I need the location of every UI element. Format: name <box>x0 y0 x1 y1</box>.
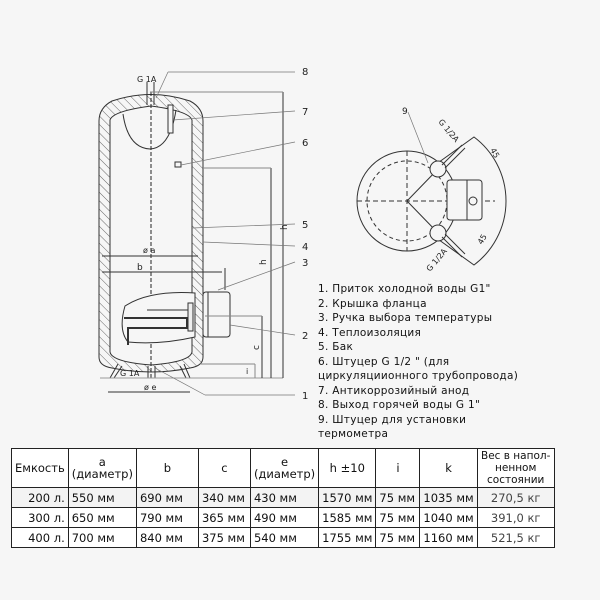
cell: 400 л. <box>11 527 69 548</box>
label-dim-b: b <box>137 263 143 273</box>
cell: 430 мм <box>249 487 320 508</box>
tank-top-view: 9 G 1/2A G 1/2A 45 45 <box>356 107 507 273</box>
label-g1a-bottom: G 1A <box>120 369 140 378</box>
cell: 75 мм <box>375 527 421 548</box>
legend-item: 9. Штуцер для установки <box>318 413 467 426</box>
cell: 1755 мм <box>318 527 377 548</box>
callout-2: 2 <box>302 331 308 342</box>
label-dim-c: c <box>252 345 262 350</box>
legend-item: 2. Крышка фланца <box>318 297 427 310</box>
legend-item: 4. Теплоизоляция <box>318 326 422 339</box>
legend-item: 1. Приток холодной воды G1" <box>318 283 491 295</box>
callout-9: 9 <box>402 107 408 117</box>
cell: 270,5 кг <box>476 487 555 508</box>
legend-item: 6. Штуцер G 1/2 " (для <box>318 355 450 368</box>
cell: 75 мм <box>375 507 421 528</box>
cell: 1570 мм <box>318 487 377 508</box>
label-dim-a: ø a <box>143 246 155 255</box>
parts-legend: 1. Приток холодной воды G1" 2. Крышка фл… <box>318 282 518 442</box>
legend-item: 5. Бак <box>318 341 354 353</box>
header-capacity: Емкость <box>11 448 69 488</box>
callout-1: 1 <box>302 391 308 402</box>
legend-item: 8. Выход горячей воды G 1" <box>318 399 481 411</box>
cell: 790 мм <box>135 507 199 528</box>
header-e: e(диаметр) <box>249 448 320 488</box>
table-row: 400 л. 700 мм 840 мм 375 мм 540 мм 1755 … <box>11 527 555 548</box>
header-a: a(диаметр) <box>67 448 137 488</box>
callout-4: 4 <box>302 242 308 253</box>
cell: 391,0 кг <box>476 507 555 528</box>
label-fitting-bottom: G 1/2A <box>425 246 450 273</box>
tank-side-view <box>98 71 296 396</box>
table-header: Емкость a(диаметр) b c e(диаметр) h ±10 … <box>11 448 555 488</box>
label-angle-bottom: 45 <box>476 233 489 246</box>
cell: 840 мм <box>135 527 199 548</box>
cell: 200 л. <box>11 487 69 508</box>
cell: 1040 мм <box>419 507 478 528</box>
cell: 550 мм <box>67 487 137 508</box>
header-k: k <box>419 448 478 488</box>
legend-item: термометра <box>318 428 389 440</box>
label-dim-e: ø e <box>144 383 156 392</box>
legend-item: 3. Ручка выбора температуры <box>318 312 493 324</box>
callout-8: 8 <box>302 67 308 78</box>
cell: 1160 мм <box>419 527 478 548</box>
water-heater-diagram: 8 7 6 5 4 3 2 1 G 1A G 1A ø a b ø e h h … <box>98 67 507 402</box>
cell: 300 л. <box>11 507 69 528</box>
cell: 490 мм <box>249 507 320 528</box>
callout-3: 3 <box>302 258 308 269</box>
callout-5: 5 <box>302 220 308 231</box>
cell: 1585 мм <box>318 507 377 528</box>
legend-item: 7. Антикоррозийный анод <box>318 384 470 397</box>
label-dim-h2: h <box>259 259 269 265</box>
header-c: c <box>197 448 251 488</box>
label-dim-i: i <box>246 367 248 376</box>
label-fitting-top: G 1/2A <box>436 118 461 145</box>
cell: 540 мм <box>249 527 320 548</box>
label-dim-h1: h <box>280 224 290 230</box>
dimensions-table: Емкость a(диаметр) b c e(диаметр) h ±10 … <box>11 448 555 548</box>
legend-item: циркуляциионного трубопровода) <box>318 370 519 382</box>
table-row: 300 л. 650 мм 790 мм 365 мм 490 мм 1585 … <box>11 507 555 528</box>
callout-6: 6 <box>302 138 308 149</box>
label-angle-top: 45 <box>488 147 501 160</box>
header-h: h ±10 <box>318 448 377 488</box>
header-i: i <box>375 448 421 488</box>
cell: 521,5 кг <box>476 527 555 548</box>
cell: 650 мм <box>67 507 137 528</box>
table-row: 200 л. 550 мм 690 мм 340 мм 430 мм 1570 … <box>11 487 555 508</box>
cell: 75 мм <box>375 487 421 508</box>
callout-7: 7 <box>302 107 308 118</box>
cell: 365 мм <box>197 507 251 528</box>
label-g1a-top: G 1A <box>137 75 157 84</box>
header-b: b <box>135 448 199 488</box>
cell: 1035 мм <box>419 487 478 508</box>
cell: 375 мм <box>197 527 251 548</box>
cell: 700 мм <box>67 527 137 548</box>
cell: 340 мм <box>197 487 251 508</box>
cell: 690 мм <box>135 487 199 508</box>
